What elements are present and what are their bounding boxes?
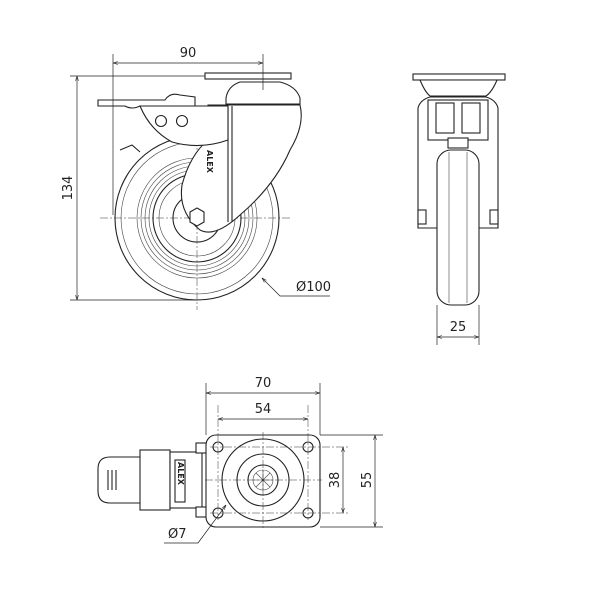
front-view: ALEX 90 134 Ø100 — [61, 46, 331, 310]
top-logo-text: ALEX — [176, 462, 185, 486]
side-top-plate — [412, 73, 506, 81]
dim-hole-diameter: Ø7 — [168, 527, 187, 542]
dim-height-134: 134 — [61, 176, 76, 201]
dim-width-90: 90 — [180, 46, 197, 61]
logo-text: ALEX — [205, 150, 214, 174]
swivel-head — [225, 81, 301, 105]
side-view: 25 — [412, 73, 506, 345]
top-view: ALEX 70 54 38 55 Ø7 — [97, 376, 383, 544]
dim-plate-width-70: 70 — [255, 376, 272, 391]
top-plate — [204, 72, 292, 80]
dim-hole-spacing-54: 54 — [255, 402, 272, 417]
axle-nut — [189, 207, 205, 227]
side-wheel — [436, 149, 480, 306]
dim-hole-spacing-38: 38 — [328, 472, 343, 489]
dim-plate-depth-55: 55 — [360, 472, 375, 489]
dim-wheel-width-25: 25 — [450, 320, 467, 335]
brake-shoe — [119, 144, 141, 153]
dim-wheel-diameter: Ø100 — [296, 280, 331, 295]
